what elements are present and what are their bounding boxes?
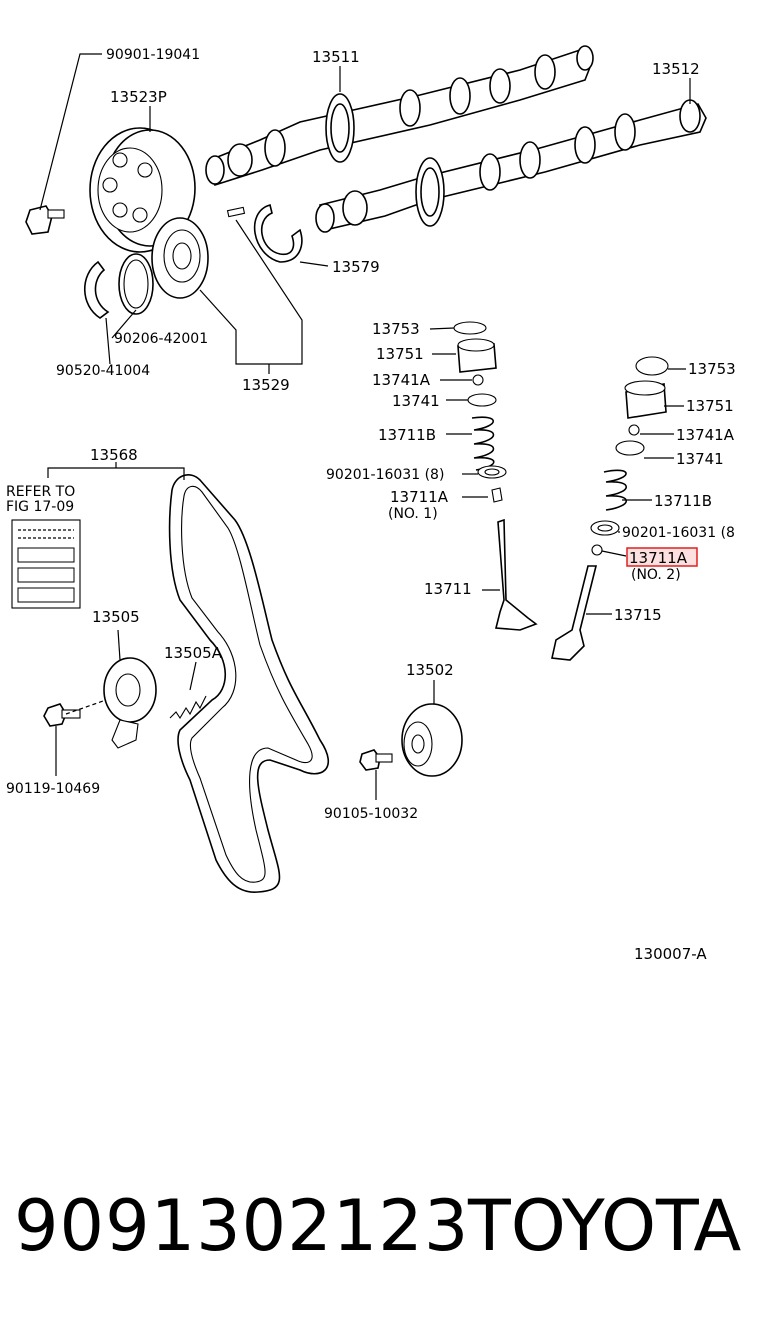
- label-13711A-no1: 13711A: [390, 488, 449, 506]
- label-13568: 13568: [90, 446, 138, 464]
- figure-code: 130007-A: [634, 945, 707, 963]
- label-13579: 13579: [332, 258, 380, 276]
- label-90201-16031-no1: 90201-16031 (8): [326, 467, 444, 483]
- highlight-box-13711A: [626, 547, 698, 567]
- brand-name: TOYOTA: [468, 1185, 742, 1267]
- refer-line-2: FIG 17-09: [6, 499, 74, 515]
- label-13502: 13502: [406, 661, 454, 679]
- timing-pulley-13523P: [89, 127, 196, 253]
- label-90201-16031-no2: 90201-16031 (8: [622, 525, 735, 541]
- label-13511: 13511: [312, 48, 360, 66]
- label-no1: (NO. 1): [388, 506, 438, 522]
- bolt-90119: [43, 703, 81, 727]
- part-number: 9091302123: [14, 1185, 470, 1267]
- label-13711B-no2: 13711B: [654, 492, 712, 510]
- reference-box: [11, 519, 81, 609]
- timing-belt-13568: [168, 474, 329, 893]
- label-13741-no1: 13741: [392, 392, 440, 410]
- label-13711: 13711: [424, 580, 472, 598]
- label-13711A-no2-highlighted[interactable]: 13711A: [629, 549, 688, 567]
- label-13753-no1: 13753: [372, 320, 420, 338]
- label-13753-no2: 13753: [688, 360, 736, 378]
- label-13751-no2: 13751: [686, 397, 734, 415]
- camshaft-13511: [205, 45, 594, 187]
- label-90520-41004: 90520-41004: [56, 363, 150, 379]
- valve-assembly-no1: [453, 321, 538, 631]
- tensioner-13505: [103, 657, 157, 749]
- idler-pulley-13502: [401, 703, 463, 777]
- label-13741-no2: 13741: [676, 450, 724, 468]
- bolt-90105: [359, 749, 393, 771]
- label-13512: 13512: [652, 60, 700, 78]
- bolt-90901: [25, 205, 65, 235]
- pin: [226, 206, 246, 218]
- label-90105-10032: 90105-10032: [324, 806, 418, 822]
- spring-13505A: [169, 695, 207, 720]
- ring-90206: [118, 253, 154, 315]
- gear-13529: [151, 217, 209, 299]
- snap-ring-13579: [253, 204, 303, 263]
- label-13505A: 13505A: [164, 644, 223, 662]
- label-13529: 13529: [242, 376, 290, 394]
- label-13741A-no2: 13741A: [676, 426, 735, 444]
- valve-assembly-no2: [551, 356, 669, 661]
- label-13711B-no1: 13711B: [378, 426, 436, 444]
- label-13715: 13715: [614, 606, 662, 624]
- label-90206-42001: 90206-42001: [114, 331, 208, 347]
- label-13751-no1: 13751: [376, 345, 424, 363]
- refer-line-1: REFER TO: [6, 484, 75, 500]
- footer: 9091302123 TOYOTA: [0, 1185, 760, 1295]
- label-13523P: 13523P: [110, 88, 167, 106]
- leader-lines: [39, 53, 691, 800]
- label-no2: (NO. 2): [631, 567, 681, 583]
- label-90901-19041: 90901-19041: [106, 47, 200, 63]
- parts-diagram: 90901-19041 13511 13512 13523P 13579 902…: [6, 45, 736, 963]
- label-13741A-no1: 13741A: [372, 371, 431, 389]
- snap-ring-90520: [84, 260, 110, 319]
- camshaft-13512: [315, 99, 707, 233]
- label-90119-10469: 90119-10469: [6, 781, 100, 797]
- label-13505: 13505: [92, 608, 140, 626]
